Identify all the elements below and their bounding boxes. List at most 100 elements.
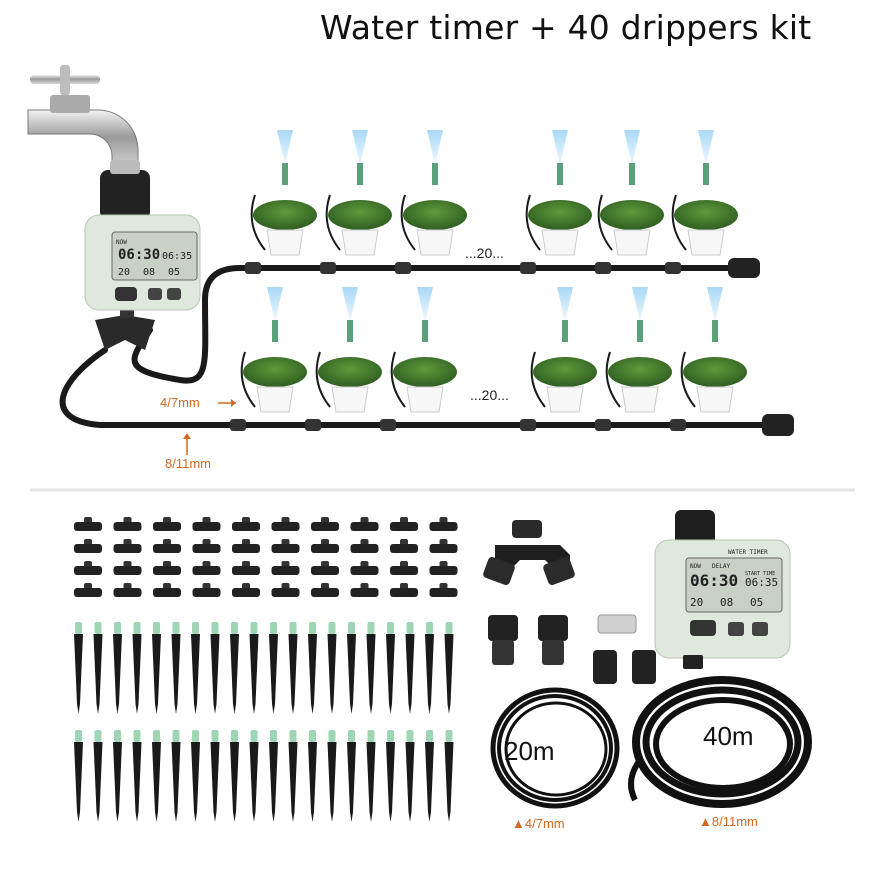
tee-connector: [311, 561, 339, 575]
dripper-stake: [210, 730, 220, 822]
dripper-stake: [366, 730, 376, 822]
dripper-stake: [171, 730, 181, 822]
tee-connector: [153, 561, 181, 575]
dripper-stake: [444, 730, 454, 822]
timer-delay-label: DELAY: [712, 563, 730, 570]
hose-40m-label: 40m: [703, 721, 754, 751]
tee-connector: [192, 539, 221, 553]
tee-connector: [192, 517, 221, 531]
timer-interval: 08: [720, 596, 733, 609]
tee-connector: [311, 517, 339, 531]
tee-connector: [113, 561, 142, 575]
dripper-stake: [288, 730, 298, 822]
dripper-stake: [191, 730, 200, 822]
dripper-stake: [405, 730, 415, 822]
tee-connector: [74, 539, 102, 553]
tee-connector: [113, 539, 142, 553]
hose-40m-size: ▲8/11mm: [699, 814, 758, 829]
dripper-stake: [230, 730, 239, 822]
dripper-stake: [269, 730, 278, 822]
dripper-stake: [386, 730, 395, 822]
dripper-stake-grid: [74, 622, 454, 822]
hose-coil-20m: [490, 687, 620, 809]
dripper-stake: [132, 730, 142, 822]
dripper-stake: [113, 730, 122, 822]
main-tube-size-label: 8/11mm: [165, 456, 211, 471]
tee-connector: [271, 517, 300, 531]
timer-set-button: [752, 622, 768, 636]
tee-connector: [429, 517, 458, 531]
main-tube-arrowhead: [183, 433, 191, 439]
tee-connector-grid: [74, 517, 458, 597]
tee-connectors-row1: [245, 262, 681, 274]
tee-connector: [153, 583, 181, 597]
dripper-stake: [93, 730, 103, 822]
water-timer: NOW DELAY WATER TIMER 06:30 START TIME 0…: [654, 510, 791, 669]
faucet: [27, 65, 139, 171]
page-title: Water timer + 40 drippers kit: [320, 8, 812, 47]
tee-connectors-row2: [230, 419, 686, 431]
dripper-stake: [132, 622, 142, 714]
timer-brand: WATER TIMER: [728, 549, 768, 556]
timer-now-label: NOW: [690, 563, 701, 570]
tee-connector: [232, 539, 260, 553]
tee-connector: [350, 539, 379, 553]
tee-connector: [429, 583, 458, 597]
tee-connector: [311, 583, 339, 597]
tee-connector: [429, 539, 458, 553]
plant-pots-row2: [240, 287, 747, 413]
small-tube-arrowhead: [231, 399, 236, 407]
lcd-now-label: NOW: [116, 239, 127, 246]
row2-dripper-count: ...20...: [470, 387, 509, 403]
tee-connector: [113, 517, 142, 531]
dripper-stake: [444, 622, 454, 714]
tee-connector: [113, 583, 142, 597]
tee-connector: [271, 539, 300, 553]
lcd-duration: 20: [118, 267, 130, 278]
dripper-stake: [171, 622, 181, 714]
tee-connector: [350, 561, 379, 575]
plant-pots-row1: [250, 130, 738, 256]
dripper-stake: [230, 622, 239, 714]
dripper-stake: [152, 622, 161, 714]
tee-connector: [232, 583, 260, 597]
dripper-stake: [113, 622, 122, 714]
dripper-stake: [249, 730, 259, 822]
tee-connector: [153, 539, 181, 553]
dripper-stake: [327, 622, 337, 714]
tee-connector: [311, 539, 339, 553]
tee-connector: [390, 583, 418, 597]
hose-20m-label: 20m: [504, 736, 555, 766]
tee-connector: [192, 583, 221, 597]
tee-connector: [350, 583, 379, 597]
tee-connector: [271, 561, 300, 575]
tee-connector: [390, 517, 418, 531]
dripper-stake: [405, 622, 415, 714]
dripper-stake: [308, 730, 317, 822]
timer-start-time-label: START TIME: [745, 571, 775, 577]
hose-adapters: [488, 614, 656, 684]
tee-connector: [390, 539, 418, 553]
tee-connector: [390, 561, 418, 575]
dripper-stake: [152, 730, 161, 822]
dripper-stake: [366, 622, 376, 714]
dripper-stake: [347, 730, 356, 822]
lcd-run: 05: [168, 267, 180, 278]
timer-time: 06:30: [690, 571, 738, 590]
dripper-stake: [425, 622, 434, 714]
tee-connector: [74, 583, 102, 597]
lcd-time: 06:30: [118, 247, 160, 263]
dripper-stake: [288, 622, 298, 714]
y-splitter: [483, 520, 575, 585]
lcd-interval: 08: [143, 267, 155, 278]
timer-duration: 20: [690, 596, 703, 609]
dripper-stake: [347, 622, 356, 714]
timer-start-time: 06:35: [745, 576, 778, 589]
lcd-start-time: 06:35: [162, 251, 192, 262]
tee-connector: [74, 561, 102, 575]
dripper-stake: [210, 622, 220, 714]
tee-connector: [192, 561, 221, 575]
dripper-stake: [327, 730, 337, 822]
hose-coil-40m: [628, 676, 812, 808]
